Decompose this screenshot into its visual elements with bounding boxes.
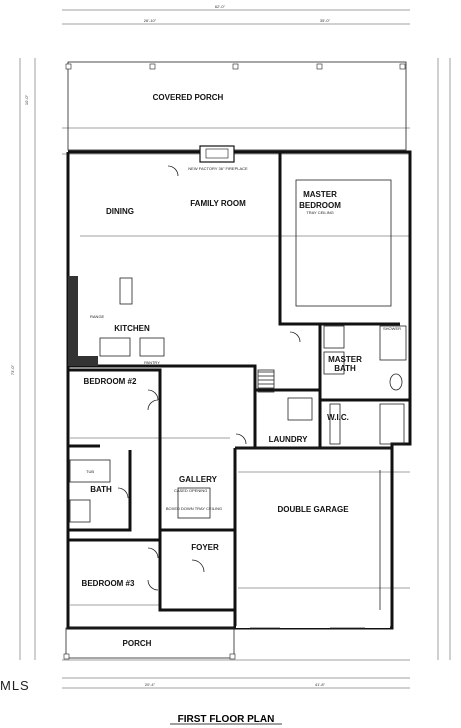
label-master-bedroom-2: BEDROOM [299,201,341,210]
dim-porch-depth: 10'-0" [24,94,29,105]
label-range: RANGE [90,314,105,319]
plan-title: FIRST FLOOR PLAN [178,714,275,725]
label-porch: PORCH [123,639,152,648]
label-dining: DINING [106,207,134,216]
dim-bottom-right: 41'-8" [315,682,326,687]
dimension-lines [19,9,451,689]
garage-outline [235,447,392,629]
label-shower: SHOWER [383,326,401,331]
label-foyer: FOYER [191,543,219,552]
dim-bottom-left: 20'-4" [145,682,156,687]
exterior-walls [66,150,412,630]
fireplace-note: NEW FACTORY 36" FIREPLACE [188,166,248,171]
dim-top-left: 26'-10" [144,18,157,23]
fireplace-icon [199,145,235,163]
label-gallery: GALLERY [179,475,218,484]
label-master-bath-2: BATH [334,364,356,373]
covered-porch-area [65,61,407,151]
label-wic: W.I.C. [327,413,349,422]
front-porch-area [63,627,236,660]
label-laundry: LAUNDRY [269,435,308,444]
label-bedroom-2: BEDROOM #2 [84,377,137,386]
label-master-bath: MASTER [328,355,362,364]
label-bath: BATH [90,485,112,494]
dim-top-right: 35'-0" [320,18,331,23]
label-pantry: PANTRY [144,360,160,365]
label-double-garage: DOUBLE GARAGE [277,505,349,514]
label-covered-porch: COVERED PORCH [153,93,224,102]
label-family-room: FAMILY ROOM [190,199,246,208]
interior-walls [68,152,410,612]
label-boxed-down: BOXED DOWN TRAY CEILING [166,506,222,511]
dim-overall-width: 62'-0" [215,4,226,9]
label-bedroom-3: BEDROOM #3 [82,579,135,588]
mls-watermark: MLS [0,678,30,693]
dim-side-total: 73'-0" [10,364,15,375]
label-cased-opening: CASED OPENING [174,488,207,493]
label-tub: TUB [86,469,94,474]
label-tray-ceiling: TRAY CEILING [306,210,333,215]
label-master-bedroom: MASTER [303,190,337,199]
label-kitchen: KITCHEN [114,324,150,333]
door-swings [117,165,301,591]
